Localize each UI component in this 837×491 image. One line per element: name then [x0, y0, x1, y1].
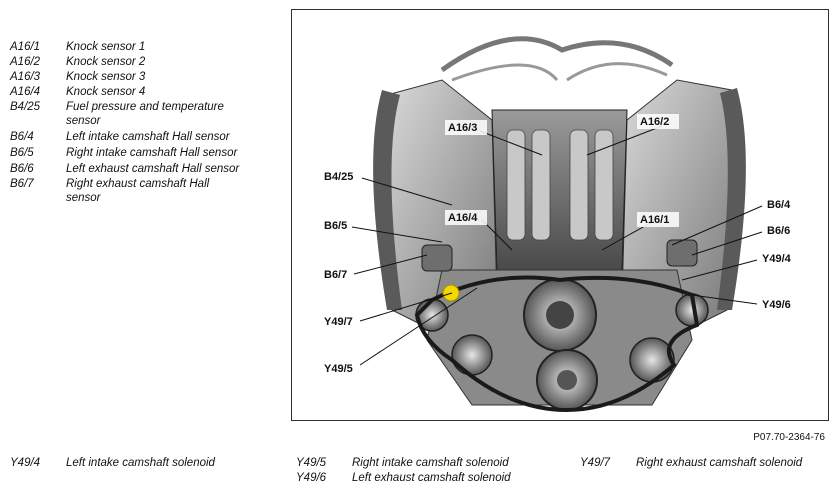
- legend-desc: Left exhaust camshaft solenoid: [352, 472, 511, 484]
- legend-code: Y49/6: [296, 472, 327, 484]
- callout-a16-3: A16/3: [448, 122, 477, 134]
- callout-y49-7: Y49/7: [324, 316, 353, 328]
- legend-desc: Fuel pressure and temperature sensor: [66, 101, 224, 127]
- legend-code: B4/25: [10, 101, 41, 113]
- callout-b6-7: B6/7: [324, 269, 347, 281]
- callout-y49-5: Y49/5: [324, 363, 353, 375]
- legend-code: Y49/7: [580, 457, 611, 469]
- callout-a16-2: A16/2: [640, 116, 669, 128]
- legend-code: Y49/5: [296, 457, 327, 469]
- callout-labels: A16/3 A16/2 B4/25 B6/5 A16/4 A16/1 B6/4 …: [324, 114, 792, 375]
- figure-reference: P07.70-2364-76: [753, 432, 825, 443]
- legend-code: A16/2: [10, 56, 41, 68]
- callout-a16-1: A16/1: [640, 214, 669, 226]
- callout-b6-5: B6/5: [324, 220, 347, 232]
- legend-code: B6/6: [10, 163, 34, 175]
- engine-illustration: A16/3 A16/2 B4/25 B6/5 A16/4 A16/1 B6/4 …: [324, 36, 792, 413]
- engine-body: [373, 36, 746, 413]
- legend-code: B6/5: [10, 147, 34, 159]
- legend-code: B6/7: [10, 178, 34, 190]
- legend-desc: Right exhaust camshaft Hall sensor: [66, 178, 210, 204]
- legend-code: A16/4: [10, 86, 41, 98]
- legend-desc: Knock sensor 1: [66, 41, 146, 53]
- legend-code: Y49/4: [10, 457, 41, 469]
- legend-code: B6/4: [10, 131, 34, 143]
- legend-desc: Right intake camshaft Hall sensor: [66, 147, 238, 159]
- legend-code: A16/1: [10, 41, 41, 53]
- callout-b6-6: B6/6: [767, 225, 790, 237]
- engine-figure: A16/3 A16/2 B4/25 B6/5 A16/4 A16/1 B6/4 …: [291, 9, 829, 421]
- callout-y49-6: Y49/6: [762, 299, 791, 311]
- legend-desc: Knock sensor 3: [66, 71, 146, 83]
- callout-y49-4: Y49/4: [762, 253, 792, 265]
- callout-b4-25: B4/25: [324, 171, 353, 183]
- legend-desc: Knock sensor 4: [66, 86, 146, 98]
- legend-desc: Right intake camshaft solenoid: [352, 457, 509, 469]
- legend-desc: Left intake camshaft Hall sensor: [66, 131, 230, 143]
- leader-lines: [351, 125, 763, 366]
- legend-desc: Right exhaust camshaft solenoid: [636, 457, 803, 469]
- legend-desc: Left exhaust camshaft Hall sensor: [66, 163, 240, 175]
- callout-a16-4: A16/4: [448, 212, 478, 224]
- legend-code: A16/3: [10, 71, 41, 83]
- legend-desc: Left intake camshaft solenoid: [66, 457, 215, 469]
- callout-b6-4: B6/4: [767, 199, 791, 211]
- legend-desc: Knock sensor 2: [66, 56, 146, 68]
